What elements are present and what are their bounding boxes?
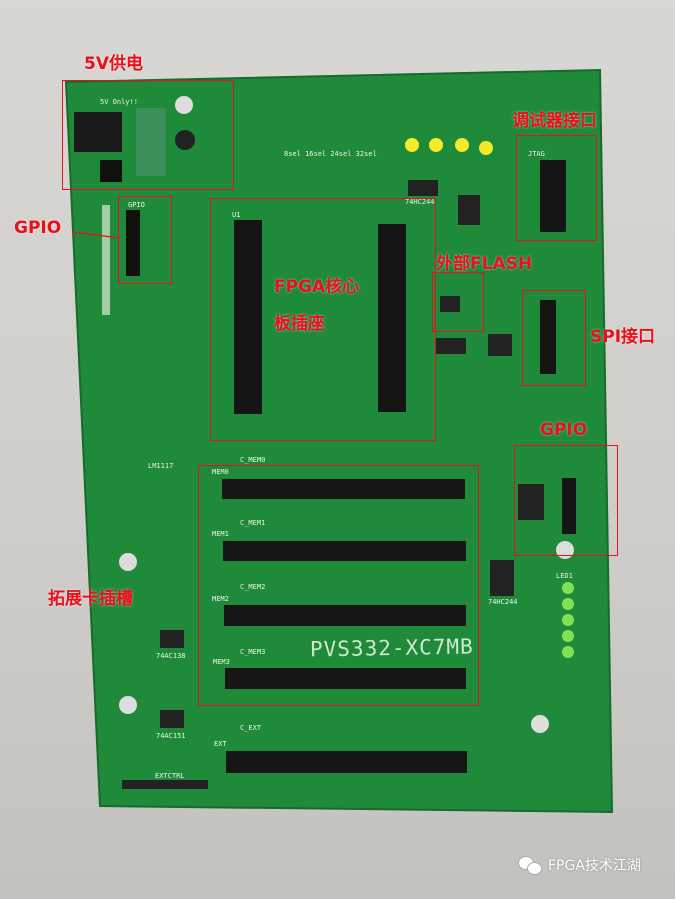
silk-u4: 74AC138 [156, 652, 186, 660]
silk-extctrl: EXTCTRL [155, 772, 185, 780]
power-box [62, 80, 234, 190]
gpio-right-box [514, 445, 618, 556]
silk-c-mem0: C_MEM0 [240, 456, 266, 464]
silk-mem1: MEM1 [212, 530, 229, 538]
silk-gpio: GPIO [128, 201, 145, 209]
flash-box [432, 272, 484, 332]
label-fpga-line1: FPGA核心 [274, 277, 360, 297]
label-fpga-line2: 板插座 [274, 314, 325, 334]
silk-u6: 74HC244 [488, 598, 518, 606]
silk-led: LED1 [556, 572, 573, 580]
silk-ext: EXT [214, 740, 227, 748]
label-flash: 外部FLASH [436, 254, 533, 274]
silk-u1: U1 [232, 211, 241, 219]
fpga-box [210, 198, 436, 441]
gpio-left-box [118, 196, 172, 284]
silk-c-mem2: C_MEM2 [240, 583, 266, 591]
silk-lm1117: LM1117 [148, 462, 174, 470]
silk-power: 5V Only!! [100, 98, 138, 106]
label-debugger: 调试器接口 [512, 111, 597, 131]
watermark-text: FPGA技术江湖 [548, 858, 641, 874]
silk-mem0: MEM0 [212, 468, 229, 476]
silk-jtag: JTAG [528, 150, 545, 158]
silk-c-mem3: C_MEM3 [240, 648, 266, 656]
label-expansion: 拓展卡插槽 [48, 589, 133, 609]
wechat-icon [518, 856, 542, 875]
label-gpio-right: GPIO [540, 420, 588, 440]
silk-u2: 74HC244 [405, 198, 435, 206]
debugger-box [516, 135, 597, 241]
label-gpio-left: GPIO [14, 218, 62, 238]
silk-ledsel: 8sel 16sel 24sel 32sel [284, 150, 377, 158]
label-spi: SPI接口 [590, 327, 656, 347]
spi-box [522, 290, 586, 386]
silk-c-mem1: C_MEM1 [240, 519, 266, 527]
silk-mem2: MEM2 [212, 595, 229, 603]
watermark: FPGA技术江湖 [518, 855, 641, 875]
silk-mem3: MEM3 [213, 658, 230, 666]
expansion-box [198, 465, 479, 706]
label-power: 5V供电 [84, 54, 143, 74]
silk-c-ext: C_EXT [240, 724, 262, 732]
silk-u5: 74AC151 [156, 732, 186, 740]
